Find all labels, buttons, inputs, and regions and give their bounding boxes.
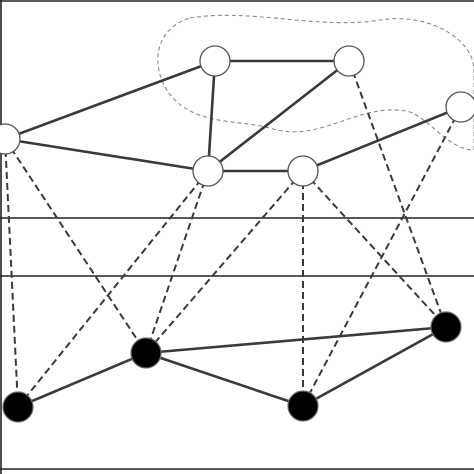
dashed-edge-u4-b1 — [17, 170, 209, 408]
solid-edge-u2-u4 — [206, 59, 217, 173]
solid-edge-b2-b4 — [144, 325, 448, 355]
solid-edge-u5-u6 — [301, 105, 463, 173]
community-region-outline — [157, 14, 474, 151]
solid-edge-b3-b4 — [301, 325, 448, 408]
open-node-u5 — [287, 155, 319, 187]
solid-edge-u1-u2 — [3, 59, 217, 141]
solid-edge-u1-u4 — [3, 137, 210, 173]
dashed-edge-u5-b4 — [302, 170, 447, 328]
filled-node-b1 — [2, 391, 34, 423]
open-node-u3 — [333, 45, 365, 77]
nodes — [0, 45, 474, 423]
open-node-u6 — [445, 91, 474, 123]
dashed-edge-u1-b2 — [4, 138, 147, 354]
inter-layer-dashed-edges — [4, 60, 462, 408]
solid-edge-u3-u4 — [206, 59, 351, 173]
open-node-u4 — [192, 155, 224, 187]
dashed-edge-u5-b2 — [145, 170, 304, 354]
dashed-edge-u1-b1 — [4, 138, 19, 408]
open-node-u2 — [199, 45, 231, 77]
solid-edge-b2-b3 — [144, 351, 305, 408]
dashed-edge-u4-b2 — [145, 170, 209, 354]
dashed-edge-u6-b3 — [302, 106, 462, 407]
dashed-edge-u3-b4 — [348, 60, 447, 328]
filled-node-b2 — [130, 337, 162, 369]
filled-node-b3 — [287, 390, 319, 422]
solid-edge-b1-b2 — [16, 351, 148, 409]
filled-node-b4 — [430, 311, 462, 343]
intra-layer-solid-edges — [3, 59, 463, 409]
open-node-u1 — [0, 123, 21, 155]
